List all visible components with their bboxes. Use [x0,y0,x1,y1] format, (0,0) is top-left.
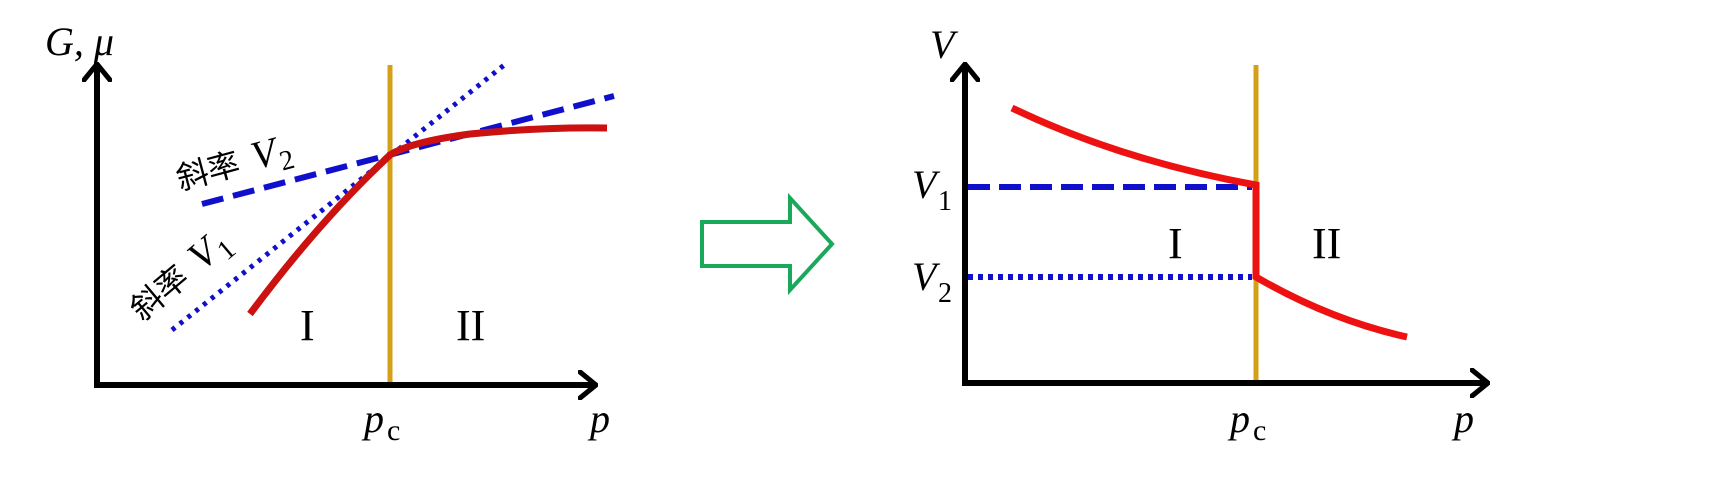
left-y-axis-label: G, μ [45,19,114,64]
slope-v2-prefix: 斜率 [172,144,244,197]
v1-label: V 1 [912,162,952,217]
right-critical-pressure-label: p c [1227,396,1266,447]
pc-sub: c [387,414,400,447]
pc-sub: c [1253,414,1266,447]
v1-var: V [912,162,941,207]
v2-sub: 2 [938,278,952,309]
pc-main: p [1227,396,1250,441]
right-arrow-icon [700,192,835,296]
slope-v1-label: 斜率 V 1 [123,226,242,328]
right-chart: V V 1 V 2 p p c I II [912,22,1488,447]
left-critical-pressure-label: p c [361,396,400,447]
right-region-2: II [1312,219,1341,268]
pc-main: p [361,396,384,441]
slope-v1-tangent [170,60,510,332]
left-region-1: I [300,301,315,350]
slope-v1-prefix: 斜率 [123,258,196,328]
right-y-axis-label: V [930,22,959,67]
v1-sub: 1 [938,186,952,217]
gibbs-curve [247,124,608,317]
left-chart: G, μ p p c 斜率 V 2 斜率 V 1 I II [45,19,615,447]
right-region-1: I [1168,219,1183,268]
left-x-axis-label: p [587,396,610,441]
volume-curve [1010,104,1408,341]
right-x-axis-label: p [1451,396,1474,441]
v2-var: V [912,254,941,299]
v2-label: V 2 [912,254,952,309]
left-region-2: II [456,301,485,350]
